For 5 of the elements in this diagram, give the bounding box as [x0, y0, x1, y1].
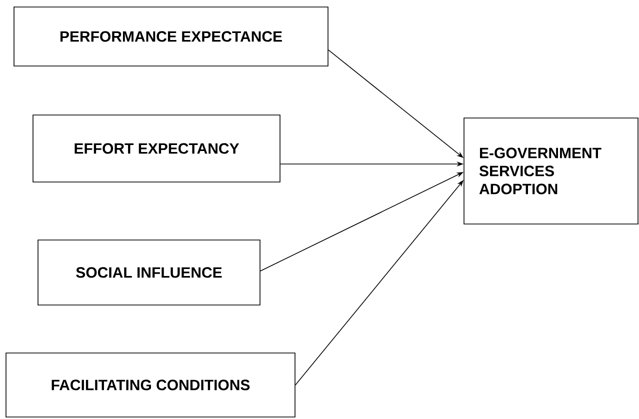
concept-box: PERFORMANCE EXPECTANCE: [14, 6, 328, 66]
concept-box: EFFORT EXPECTANCY: [32, 114, 280, 182]
concept-box: SOCIAL INFLUENCE: [38, 240, 260, 306]
concept-box: FACILITATING CONDITIONS: [6, 352, 296, 418]
concept-box: E-GOVERNMENT SERVICES ADOPTION: [464, 118, 638, 224]
